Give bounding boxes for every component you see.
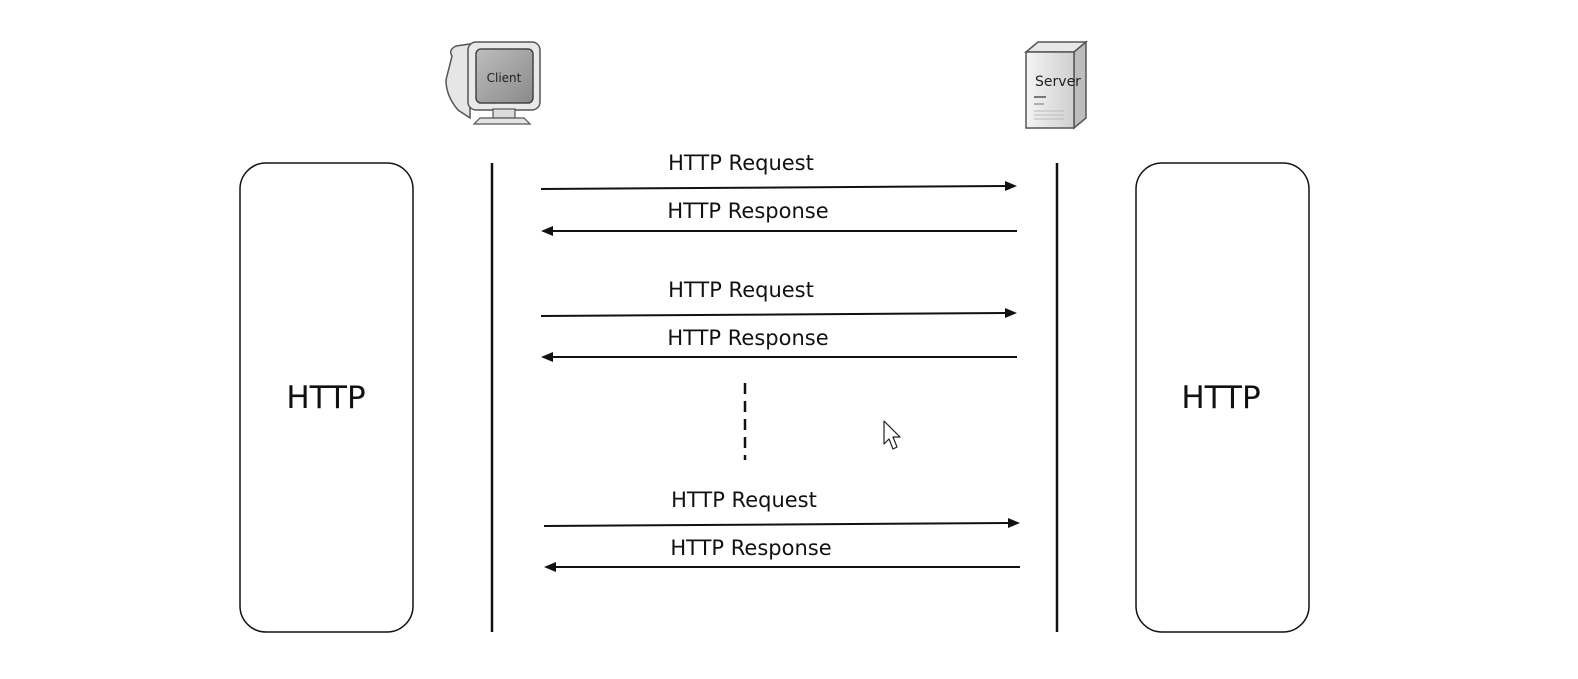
exchange-2: HTTP Request HTTP Response — [540, 278, 1017, 362]
request-arrow — [543, 522, 1010, 527]
exchange-1: HTTP Request HTTP Response — [540, 151, 1017, 236]
response-arrowhead — [541, 226, 553, 236]
response-arrowhead — [541, 352, 553, 362]
response-label: HTTP Response — [667, 326, 828, 350]
response-arrowhead — [544, 562, 556, 572]
response-label: HTTP Response — [667, 199, 828, 223]
mouse-pointer-icon — [883, 420, 901, 450]
request-label: HTTP Request — [671, 488, 817, 512]
client-monitor-icon: Client — [445, 41, 541, 125]
response-label: HTTP Response — [670, 536, 831, 560]
request-arrowhead — [1005, 308, 1017, 318]
client-http-label: HTTP — [286, 380, 365, 416]
server-label: Server — [1035, 74, 1081, 90]
request-arrowhead — [1008, 518, 1020, 528]
client-http-box: HTTP — [239, 162, 414, 633]
request-arrow — [540, 185, 1007, 190]
server-http-label: HTTP — [1181, 380, 1260, 416]
request-label: HTTP Request — [668, 278, 814, 302]
request-label: HTTP Request — [668, 151, 814, 175]
exchange-3: HTTP Request HTTP Response — [543, 488, 1020, 572]
server-tower-icon: Server — [1023, 40, 1089, 130]
server-http-box: HTTP — [1135, 162, 1310, 633]
client-label: Client — [487, 71, 522, 85]
request-arrowhead — [1005, 181, 1017, 191]
request-arrow — [540, 312, 1007, 317]
